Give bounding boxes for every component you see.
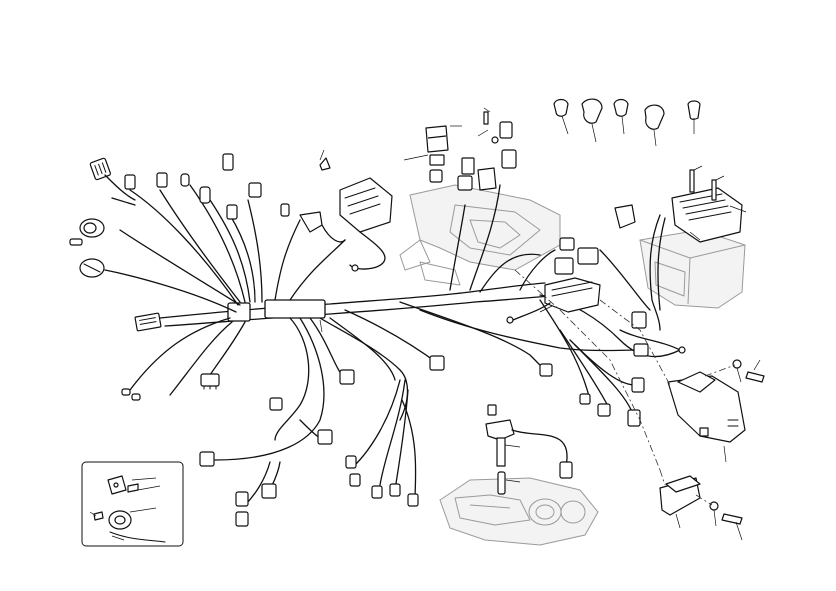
fork-terminals <box>121 388 141 401</box>
horn-bracket <box>107 475 127 495</box>
connector-285 <box>280 203 290 217</box>
connector-225 <box>222 153 234 171</box>
connectors-lower <box>199 369 419 527</box>
harness-clips <box>553 98 701 147</box>
ignition-coil-assembly <box>485 404 573 495</box>
connectors-left <box>69 153 290 401</box>
connector-185 <box>180 173 190 187</box>
harness-lower-branches <box>214 309 441 506</box>
small-plug-1 <box>69 238 83 246</box>
harness-sleeve-left <box>227 302 251 322</box>
multi-pin-connector-1 <box>200 373 220 390</box>
relay-box-top <box>299 157 393 272</box>
ghost-frame-bracket <box>399 184 561 286</box>
fuse-holder-upper <box>403 125 449 183</box>
mount-bracket-lower <box>659 475 743 541</box>
ghost-cylinder-head <box>439 477 599 546</box>
harness-sleeve-right <box>264 299 326 319</box>
inset-detail-box <box>81 461 184 547</box>
assembly-lines <box>514 269 736 506</box>
connector-255 <box>248 182 262 198</box>
plug-connector-1 <box>89 157 111 181</box>
plug-connector-2 <box>124 174 136 190</box>
connector-160 <box>156 172 168 188</box>
central-relay-block <box>506 204 636 324</box>
harness-left-branches <box>104 184 346 396</box>
flat-connector <box>134 312 162 332</box>
round-sensor-2 <box>79 258 105 278</box>
connector-205 <box>199 186 211 204</box>
relay-small-cluster <box>457 107 517 191</box>
harness-main-trunk <box>139 282 551 327</box>
connector-232 <box>226 204 238 220</box>
leader-lines <box>319 125 747 463</box>
horn <box>108 510 132 530</box>
connectors-right-lower <box>429 311 686 427</box>
round-sensor-1 <box>79 218 105 238</box>
voltage-regulator <box>671 165 743 243</box>
battery-bracket <box>667 359 765 443</box>
ghost-battery-box <box>639 229 746 309</box>
